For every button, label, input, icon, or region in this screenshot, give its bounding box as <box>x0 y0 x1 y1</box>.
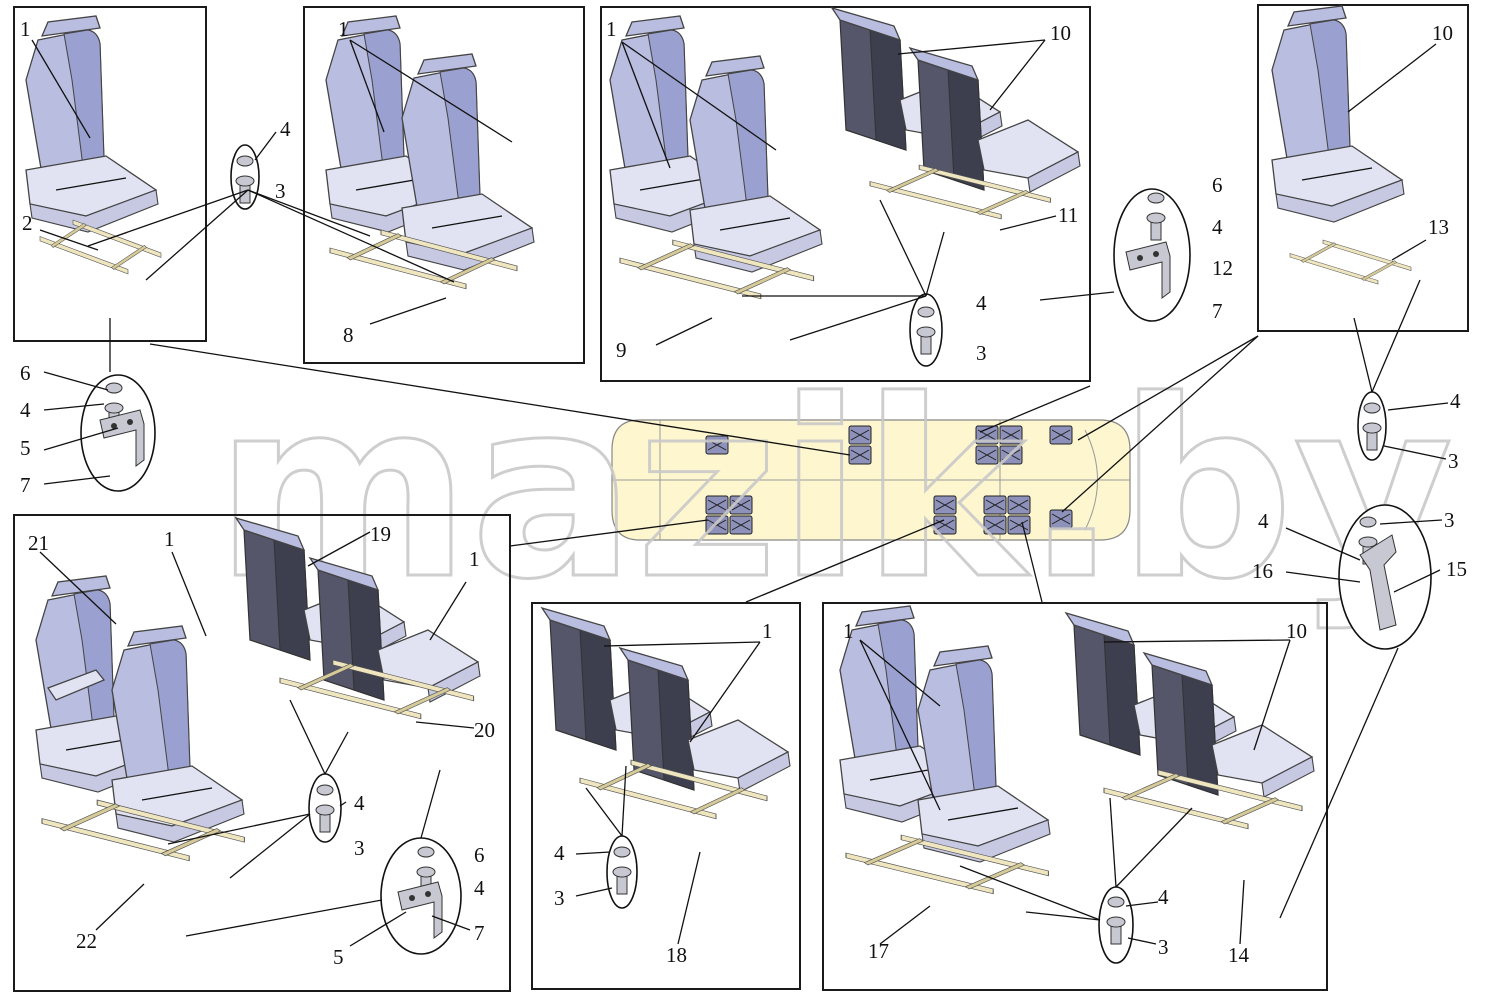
callout-3: 3 <box>554 886 565 910</box>
callout-4: 4 <box>554 841 565 865</box>
callout-3: 3 <box>976 341 987 365</box>
callout-1: 1 <box>20 17 31 41</box>
fastener-oval-6-4-5-7 <box>80 374 156 492</box>
callout-4: 4 <box>976 291 987 315</box>
callout-10: 10 <box>1286 619 1307 643</box>
panel-rear-seats-armrest <box>13 514 511 992</box>
callout-6: 6 <box>20 361 31 385</box>
callout-3: 3 <box>1158 935 1169 959</box>
fastener-oval-3-4 <box>909 293 943 367</box>
callout-5: 5 <box>20 436 31 460</box>
panel-double-seat-pair <box>600 6 1091 382</box>
seat-single-1 <box>25 15 159 233</box>
callout-3: 3 <box>1444 508 1455 532</box>
callout-4: 4 <box>1450 389 1461 413</box>
fastener-oval-6-4-5-7-p5 <box>380 837 462 955</box>
panel-backward-double-seat <box>531 602 801 990</box>
fastener-oval-4-3-p5 <box>308 773 342 843</box>
callout-14: 14 <box>1228 943 1250 967</box>
fastener-oval-6-4-12-7 <box>1113 188 1191 322</box>
callout-22: 22 <box>76 929 97 953</box>
callout-3: 3 <box>354 836 365 860</box>
callout-7: 7 <box>1212 299 1223 323</box>
callout-4: 4 <box>20 398 31 422</box>
callout-labels: 1 2 4 3 1 8 1 10 11 9 4 3 6 4 12 7 10 13… <box>20 17 1467 969</box>
callout-16: 16 <box>1252 559 1273 583</box>
callout-5: 5 <box>333 945 344 969</box>
callout-7: 7 <box>474 921 485 945</box>
callout-13: 13 <box>1428 215 1449 239</box>
callout-1: 1 <box>164 527 175 551</box>
callout-9: 9 <box>616 338 627 362</box>
callout-4: 4 <box>354 791 365 815</box>
callout-4: 4 <box>1258 509 1269 533</box>
callout-1: 1 <box>338 17 349 41</box>
callout-20: 20 <box>474 718 495 742</box>
callout-10: 10 <box>1432 21 1453 45</box>
callout-8: 8 <box>343 323 354 347</box>
callout-18: 18 <box>666 943 687 967</box>
callout-1: 1 <box>762 619 773 643</box>
callout-19: 19 <box>370 522 391 546</box>
panel-single-seat-right <box>1257 4 1469 332</box>
callout-4: 4 <box>1212 215 1223 239</box>
fastener-oval-4-3-p6 <box>606 835 638 909</box>
seat-p7-1b <box>917 645 1051 863</box>
callout-21: 21 <box>28 531 49 555</box>
rail-frame-2 <box>39 219 162 275</box>
callout-4: 4 <box>280 117 291 141</box>
callout-12: 12 <box>1212 256 1233 280</box>
seat-pair-1b <box>689 55 823 273</box>
callout-1: 1 <box>469 547 480 571</box>
fastener-oval-4-3-p7 <box>1098 886 1134 964</box>
fastener-oval-3-4-16-15 <box>1338 504 1432 650</box>
callout-15: 15 <box>1446 557 1467 581</box>
callout-3: 3 <box>1448 449 1459 473</box>
callout-3: 3 <box>275 179 286 203</box>
callout-1: 1 <box>843 619 854 643</box>
panel-seat-pair-right <box>822 602 1328 991</box>
seat-single-10 <box>1271 5 1405 223</box>
callout-17: 17 <box>868 939 889 963</box>
callout-7: 7 <box>20 473 31 497</box>
leader-lines <box>31 39 1449 947</box>
callout-1: 1 <box>606 17 617 41</box>
callout-11: 11 <box>1058 203 1078 227</box>
panel-double-seat <box>303 6 585 364</box>
seat-double-1b <box>401 53 535 271</box>
callout-4: 4 <box>474 876 485 900</box>
fastener-oval-4-3-right <box>1357 391 1387 461</box>
bus-floor-plan <box>611 419 1131 541</box>
fastener-oval-4-3-top <box>230 144 260 210</box>
callout-6: 6 <box>1212 173 1223 197</box>
armrest <box>47 669 106 701</box>
callout-6: 6 <box>474 843 485 867</box>
watermark-text: mazik.by <box>215 348 1453 633</box>
callout-10: 10 <box>1050 21 1071 45</box>
callout-2: 2 <box>22 211 33 235</box>
rail-frame-13 <box>1289 239 1412 285</box>
callout-4: 4 <box>1158 885 1169 909</box>
